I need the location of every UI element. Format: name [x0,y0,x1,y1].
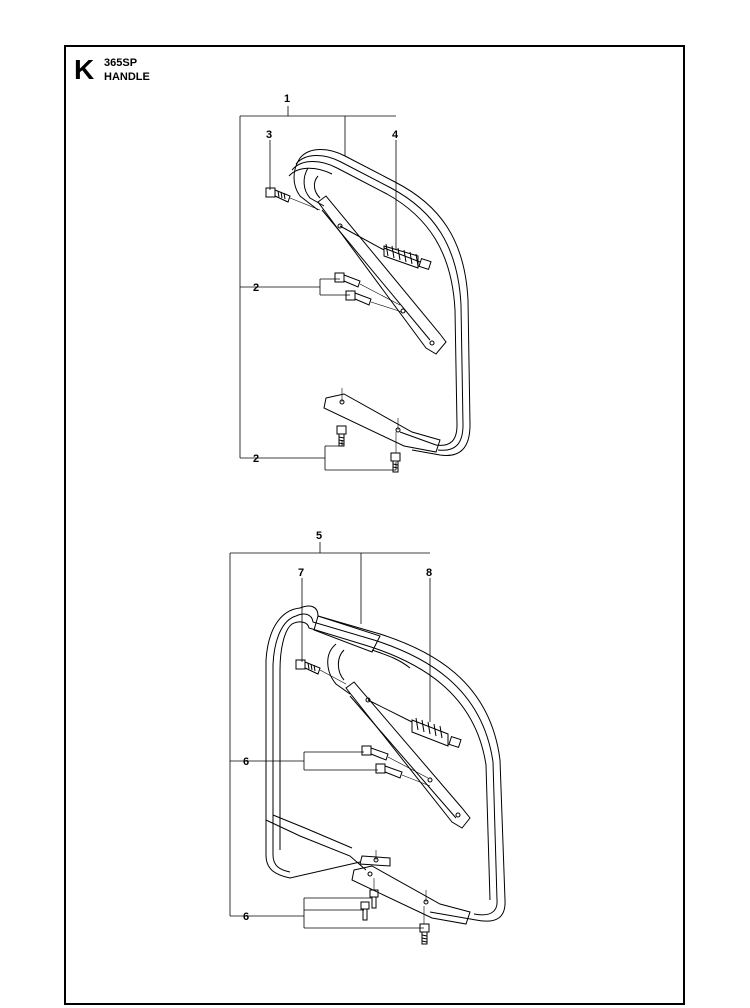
page-frame [64,45,685,1005]
section-title: HANDLE [104,71,150,83]
handle-bar-bottom [265,605,506,922]
callout-2-strut: 2 [253,282,259,294]
vibration-damper-4 [339,225,432,270]
screws-2-strut [334,272,403,313]
foot-plate-bottom [351,850,471,925]
model-label: 365SP [104,57,138,69]
callout-1: 1 [284,93,290,105]
callout-7: 7 [298,567,304,579]
callout-8: 8 [426,567,432,579]
section-letter: K [74,54,95,85]
screws-6-foot [360,878,430,945]
callout-3: 3 [266,129,272,141]
support-strut-bottom [345,681,471,829]
screw-3 [265,187,321,211]
callout-5: 5 [316,530,322,542]
screws-2-foot [336,425,401,473]
support-strut-top [317,195,447,355]
screws-6-strut [361,745,431,787]
handle-bar-top [288,149,471,457]
handle-assembly-5: 5 7 8 6 6 [229,530,506,945]
callout-2-foot: 2 [253,453,259,465]
vibration-damper-8 [367,699,462,748]
leader-lines-1 [239,106,397,471]
callout-6-foot: 6 [243,911,249,923]
handle-assembly-1: 1 3 4 2 2 [239,93,471,473]
foot-plate-top [323,388,441,453]
callout-4: 4 [392,129,399,141]
callout-6-strut: 6 [243,756,249,768]
screw-7 [295,659,347,685]
leader-lines-5 [229,542,431,929]
